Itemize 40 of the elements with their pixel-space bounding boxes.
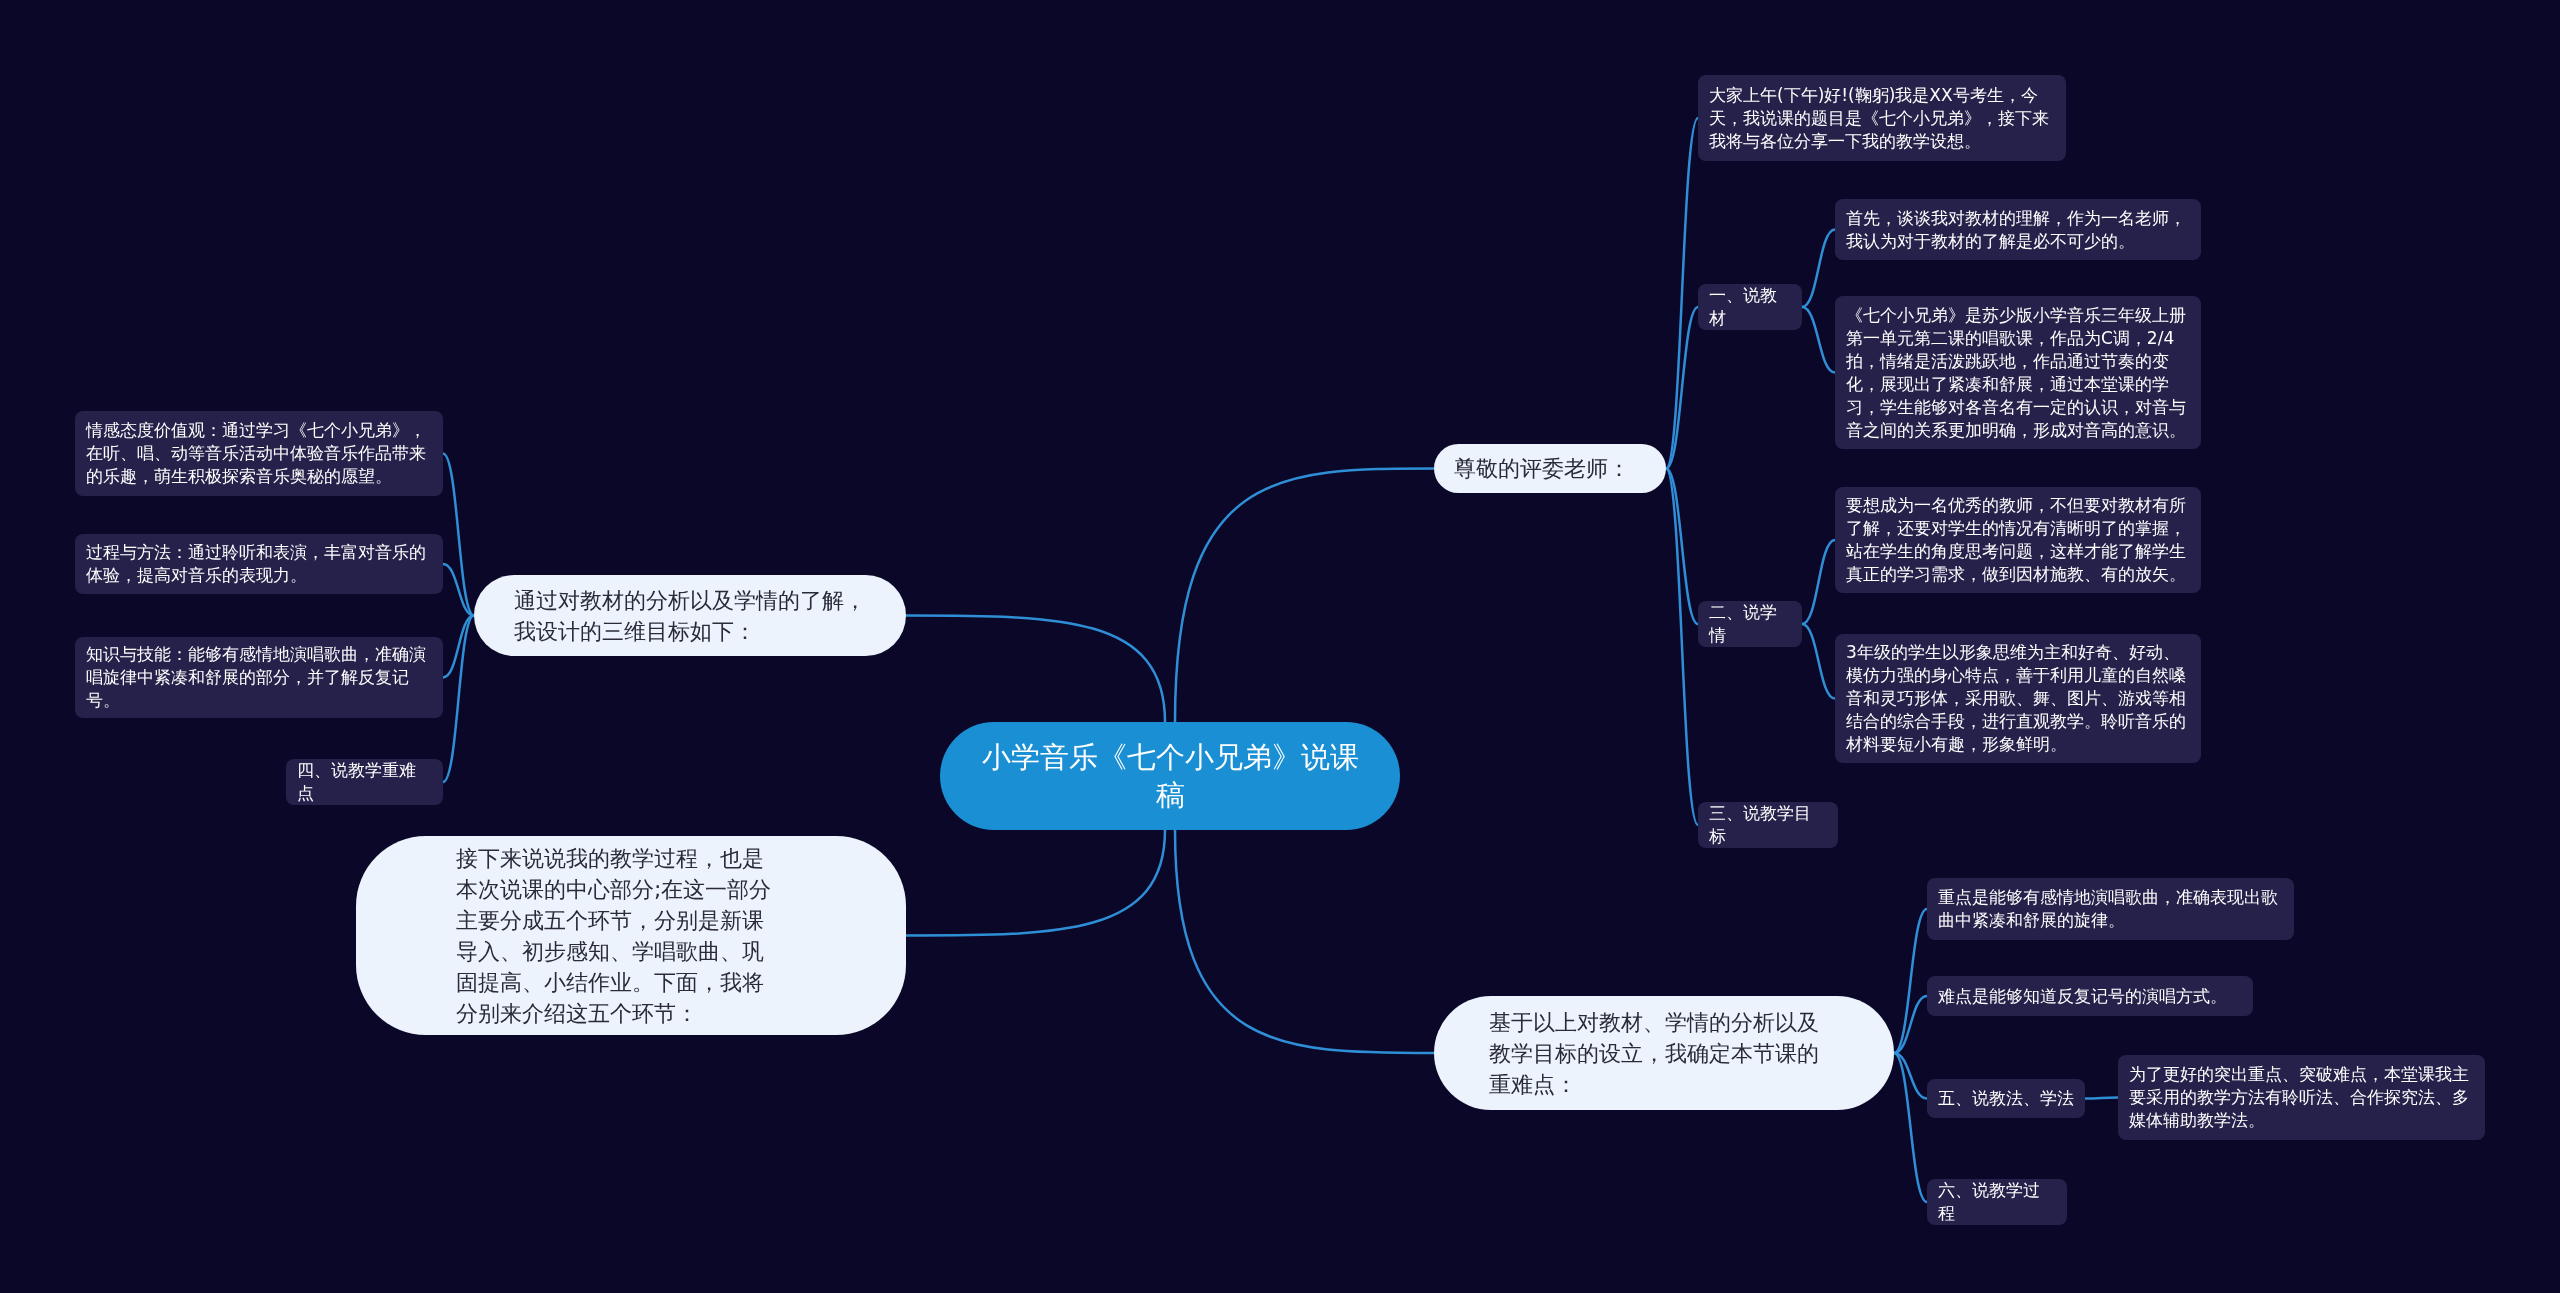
text-card: 知识与技能：能够有感情地演唱歌曲，准确演唱旋律中紧凑和舒展的部分，并了解反复记号。: [75, 637, 443, 718]
text-card: 为了更好的突出重点、突破难点，本堂课我主要采用的教学方法有聆听法、合作探究法、多媒体辅助教学法。: [2118, 1055, 2485, 1140]
connector-line: [1801, 538, 1836, 626]
connector-line: [1893, 908, 1928, 1054]
text-card: 情感态度价值观：通过学习《七个小兄弟》，在听、唱、动等音乐活动中体验音乐作品带来的乐趣，萌生积极探索音乐奥秘的愿望。: [75, 411, 443, 496]
text-card: 难点是能够知道反复记号的演唱方式。: [1927, 976, 2253, 1016]
connector-line: [442, 614, 475, 783]
connector-line: [1801, 305, 1836, 374]
connector-line: [1173, 829, 1434, 1055]
connector-line: [906, 614, 1167, 723]
connector-line: [1893, 1052, 1928, 1203]
topic-pill: 接下来说说我的教学过程，也是本次说课的中心部分;在这一部分主要分成五个环节，分别是新课导入、初步感知、学唱歌曲、巩固提高、小结作业。下面，我将分别来介绍这五个环节：: [356, 836, 906, 1035]
connector-line: [1801, 228, 1836, 309]
connector-line: [2085, 1096, 2118, 1100]
connector-line: [1893, 1051, 1928, 1100]
connector-line: [1893, 994, 1928, 1055]
text-card: 3年级的学生以形象思维为主和好奇、好动、模仿力强的身心特点，善于利用儿童的自然嗓音和灵巧形体，采用歌、舞、图片、游戏等相结合的综合手段，进行直观教学。聆听音乐的材料要短小有趣，形象鲜明。: [1835, 634, 2201, 763]
connector-line: [1664, 467, 1700, 826]
connector-line: [442, 452, 475, 617]
mind-map-root: 小学音乐《七个小兄弟》说课稿: [940, 722, 1400, 830]
connector-line: [1665, 306, 1699, 470]
text-card: 六、说教学过程: [1927, 1179, 2067, 1225]
connector-line: [1665, 467, 1699, 625]
text-card: 首先，谈谈我对教材的理解，作为一名老师，我认为对于教材的了解是必不可少的。: [1835, 199, 2201, 260]
connector-line: [906, 829, 1167, 937]
text-card: 三、说教学目标: [1698, 802, 1838, 848]
text-card: 二、说学情: [1698, 601, 1802, 647]
text-card: 一、说教材: [1698, 284, 1802, 330]
topic-pill: 通过对教材的分析以及学情的了解，我设计的三维目标如下：: [474, 575, 906, 656]
connector-line: [1173, 467, 1434, 723]
text-card: 要想成为一名优秀的教师，不但要对教材有所了解，还要对学生的情况有清晰明了的掌握，站在学生的角度思考问题，这样才能了解学生真正的学习需求，做到因材施教、有的放矢。: [1835, 487, 2201, 593]
text-card: 五、说教法、学法: [1927, 1079, 2085, 1118]
text-card: 重点是能够有感情地演唱歌曲，准确表现出歌曲中紧凑和舒展的旋律。: [1927, 878, 2294, 940]
topic-pill: 尊敬的评委老师：: [1434, 444, 1666, 493]
connector-line: [1801, 622, 1836, 700]
text-card: 大家上午(下午)好!(鞠躬)我是XX号考生，今天，我说课的题目是《七个小兄弟》，接下来我将与各位分享一下我的教学设想。: [1698, 75, 2066, 161]
topic-pill: 基于以上对教材、学情的分析以及教学目标的设立，我确定本节课的重难点：: [1434, 996, 1894, 1110]
text-card: 四、说教学重难点: [286, 759, 443, 805]
text-card: 过程与方法：通过聆听和表演，丰富对音乐的体验，提高对音乐的表现力。: [75, 534, 443, 594]
text-card: 《七个小兄弟》是苏少版小学音乐三年级上册第一单元第二课的唱歌课，作品为C调，2/4拍，情绪是活泼跳跃地，作品通过节奏的变化，展现出了紧凑和舒展，通过本堂课的学习，学生能够对各音名有一定的认识，对音与音之间的关系更加明确，形成对音高的意识。: [1835, 296, 2201, 449]
